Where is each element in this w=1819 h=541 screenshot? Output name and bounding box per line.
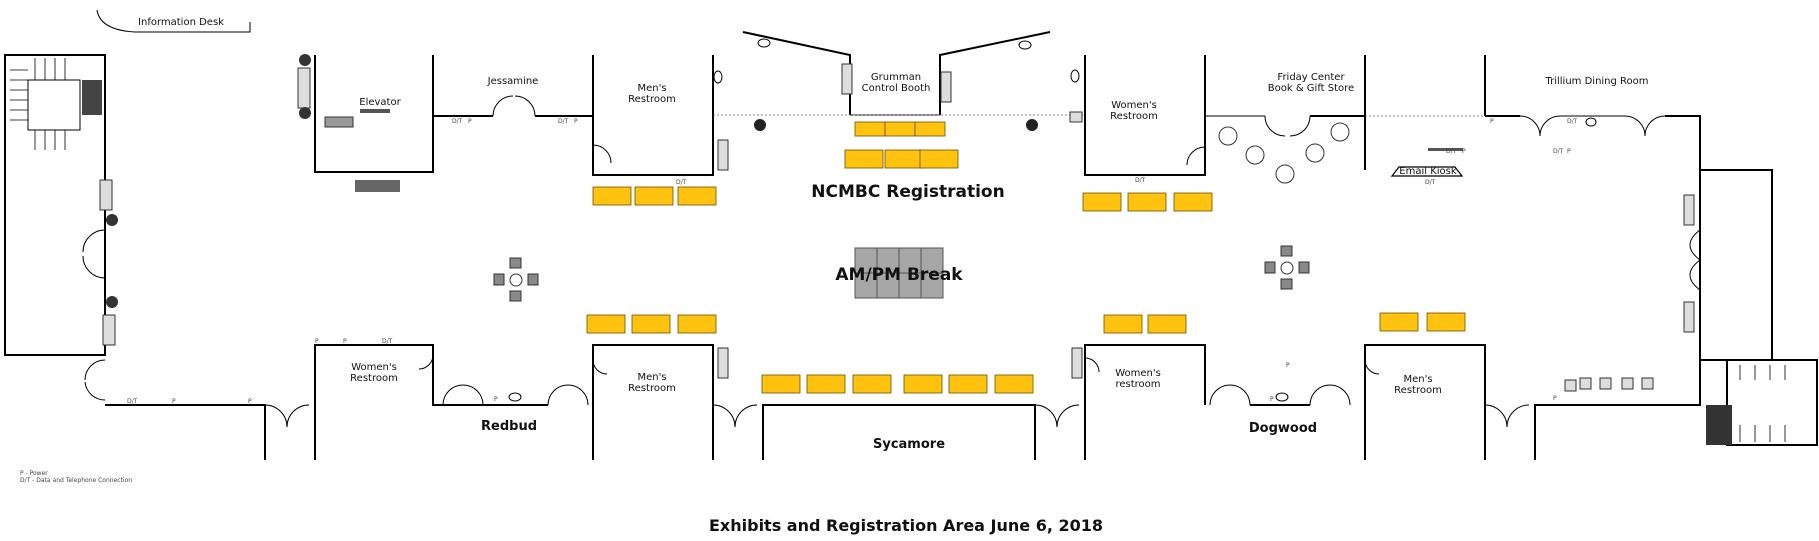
lounge-seating-left: [493, 257, 539, 302]
svg-text:P: P: [1490, 118, 1494, 125]
connection-marks: D/T P D/T P D/T D/T P D/T D/T P D/T P D/…: [127, 118, 1578, 405]
legend-data: D/T - Data and Telephone Connection: [20, 477, 132, 484]
svg-text:D/T: D/T: [1135, 177, 1146, 184]
break-tables: [854, 247, 944, 299]
exhibit-tables-lower: [586, 312, 1466, 394]
right-wing: [1683, 169, 1818, 446]
svg-text:D/T: D/T: [1553, 148, 1564, 155]
dogwood-label: Dogwood: [1249, 421, 1317, 436]
svg-text:D/T: D/T: [127, 398, 138, 405]
svg-text:D/T: D/T: [1446, 148, 1457, 155]
svg-text:P: P: [248, 398, 252, 405]
svg-text:P: P: [494, 396, 498, 403]
legend-power: P - Power: [20, 470, 48, 477]
svg-text:D/T: D/T: [1567, 118, 1578, 125]
svg-text:P: P: [574, 118, 578, 125]
left-stairwell: [4, 54, 118, 401]
svg-text:P: P: [1462, 148, 1466, 155]
jessamine-label: Jessamine: [487, 76, 539, 87]
plan-title: Exhibits and Registration Area June 6, 2…: [709, 516, 1103, 535]
svg-text:P: P: [1553, 395, 1557, 402]
svg-text:P: P: [1567, 148, 1571, 155]
information-desk-label: Information Desk: [138, 17, 224, 28]
registration-label: NCMBC Registration: [811, 182, 1004, 202]
svg-text:P: P: [1270, 396, 1274, 403]
svg-text:P: P: [172, 398, 176, 405]
svg-text:D/T: D/T: [452, 118, 463, 125]
svg-text:P: P: [1286, 362, 1290, 369]
svg-text:P: P: [468, 118, 472, 125]
trillium-label: Trillium Dining Room: [1544, 76, 1648, 87]
legend: P - Power D/T - Data and Telephone Conne…: [20, 470, 132, 484]
break-label: AM/PM Break: [835, 265, 963, 285]
svg-text:D/T: D/T: [1425, 179, 1436, 186]
svg-text:D/T: D/T: [558, 118, 569, 125]
svg-text:P: P: [315, 338, 319, 345]
exhibit-tables-upper: [592, 121, 1213, 212]
redbud-label: Redbud: [481, 419, 537, 434]
svg-text:D/T: D/T: [382, 338, 393, 345]
email-kiosk-label: Email Kiosk: [1399, 166, 1457, 177]
sycamore-label: Sycamore: [873, 437, 945, 452]
svg-text:P: P: [343, 338, 347, 345]
information-desk: Information Desk: [96, 9, 251, 33]
svg-text:D/T: D/T: [676, 179, 687, 186]
lounge-seating-right: [1264, 245, 1310, 290]
elevator-label: Elevator: [359, 97, 401, 108]
